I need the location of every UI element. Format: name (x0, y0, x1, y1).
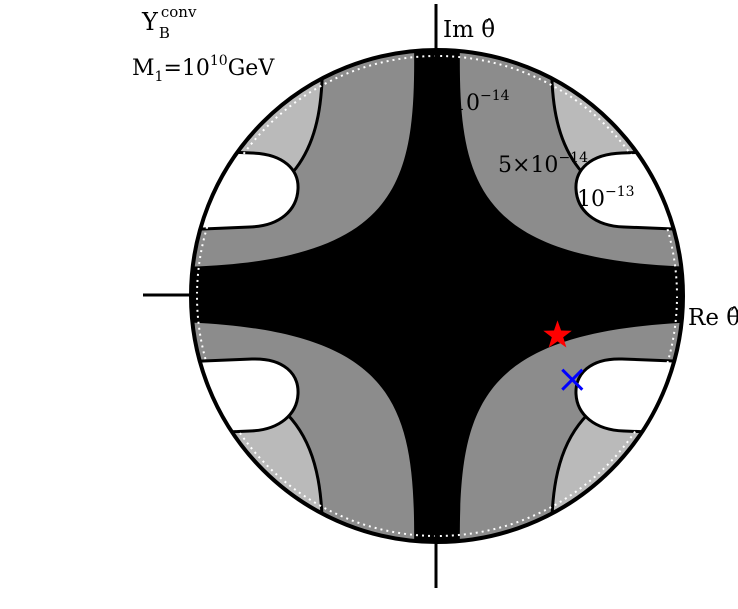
y-axis-label: Im θ̂ (443, 17, 495, 43)
cross-marker (561, 368, 584, 391)
region-white-top-left (191, 148, 300, 232)
cross-marker-stroke-2 (561, 368, 584, 391)
region-dark-cross (191, 50, 683, 542)
contour-label-1e-13: 10−13 (577, 184, 635, 212)
contour-label-1e-14: 10−14 (452, 88, 510, 116)
contour-label-5e-14: 5×10−14 (498, 150, 588, 178)
x-axis-label: Re θ̂ (688, 305, 738, 331)
region-white-bottom-left (191, 357, 300, 436)
star-marker (543, 320, 572, 348)
title-line-2: M1=1010GeV (132, 53, 275, 85)
region-white-bottom-right (574, 357, 683, 436)
title-line-1: YBconv (141, 3, 197, 42)
